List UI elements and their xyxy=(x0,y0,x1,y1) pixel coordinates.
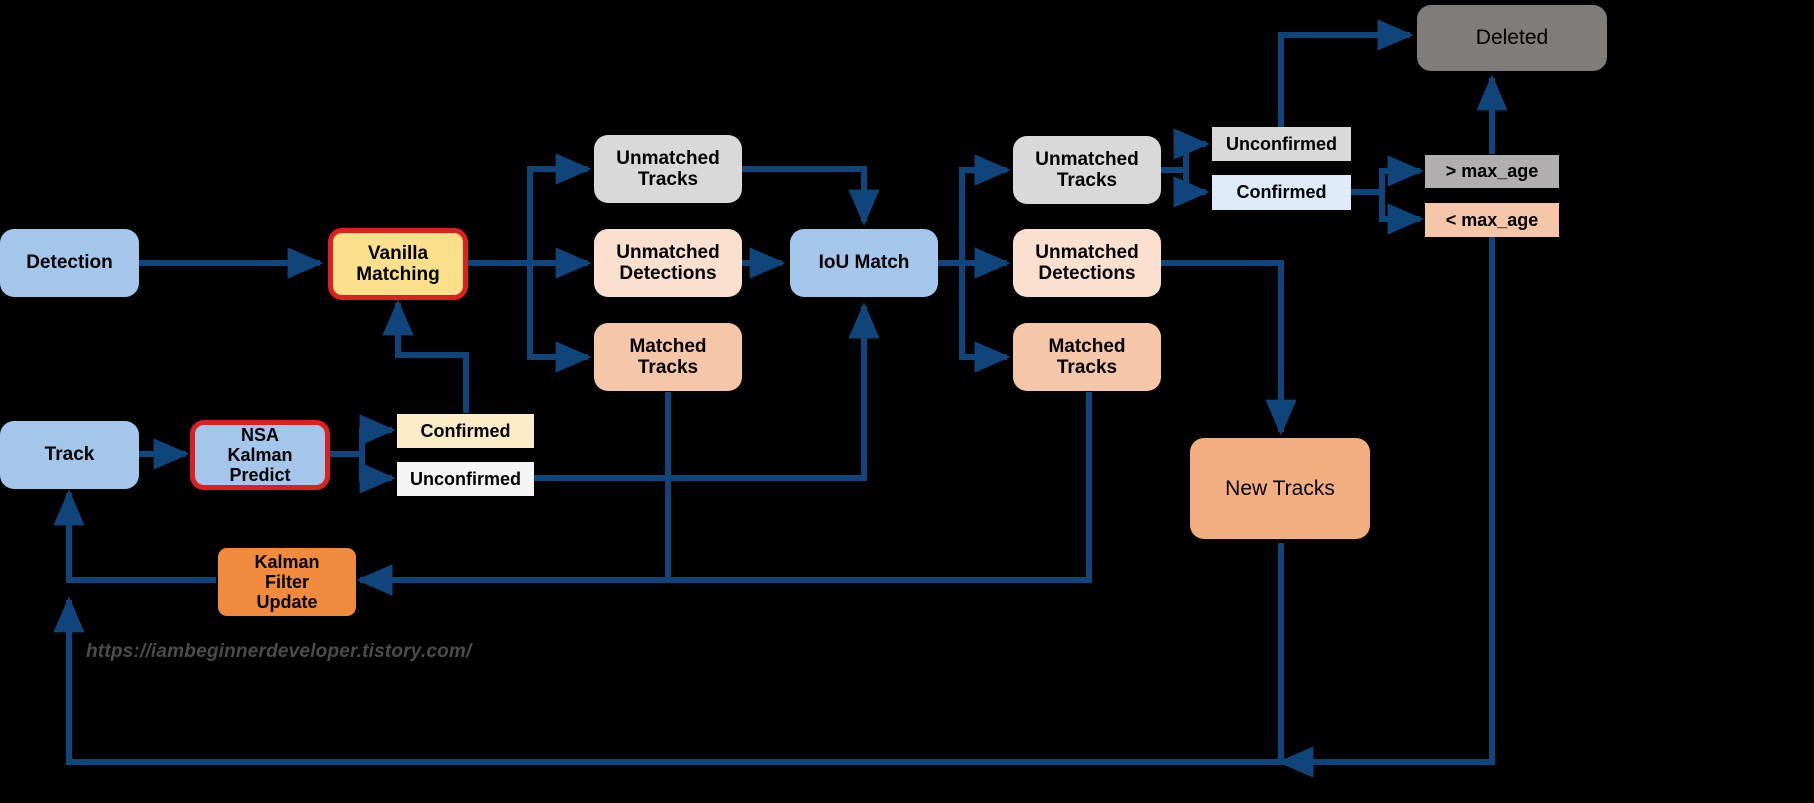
node-nsa-kalman-predict[interactable]: NSA Kalman Predict xyxy=(190,420,330,490)
node-matched-tracks-2[interactable]: Matched Tracks xyxy=(1013,323,1161,391)
node-confirmed-right[interactable]: Confirmed xyxy=(1212,175,1351,210)
node-unmatched-tracks-1[interactable]: Unmatched Tracks xyxy=(594,135,742,203)
node-unmatched-detections-1[interactable]: Unmatched Detections xyxy=(594,229,742,297)
node-new-tracks[interactable]: New Tracks xyxy=(1190,438,1370,539)
node-vanilla-matching[interactable]: Vanilla Matching xyxy=(328,228,468,300)
node-gt-max-age[interactable]: > max_age xyxy=(1425,155,1559,188)
node-detection[interactable]: Detection xyxy=(0,229,139,297)
node-unconfirmed-right[interactable]: Unconfirmed xyxy=(1212,127,1351,161)
node-iou-match[interactable]: IoU Match xyxy=(790,229,938,297)
node-unmatched-tracks-2[interactable]: Unmatched Tracks xyxy=(1013,136,1161,204)
node-unconfirmed-left[interactable]: Unconfirmed xyxy=(397,462,534,496)
node-lt-max-age[interactable]: < max_age xyxy=(1425,203,1559,237)
node-matched-tracks-1[interactable]: Matched Tracks xyxy=(594,323,742,391)
node-confirmed-left[interactable]: Confirmed xyxy=(397,414,534,448)
node-deleted[interactable]: Deleted xyxy=(1417,5,1607,71)
watermark-url: https://iambeginnerdeveloper.tistory.com… xyxy=(86,641,472,662)
node-unmatched-detections-2[interactable]: Unmatched Detections xyxy=(1013,229,1161,297)
node-track[interactable]: Track xyxy=(0,421,139,489)
node-kalman-filter-update[interactable]: Kalman Filter Update xyxy=(218,548,356,616)
